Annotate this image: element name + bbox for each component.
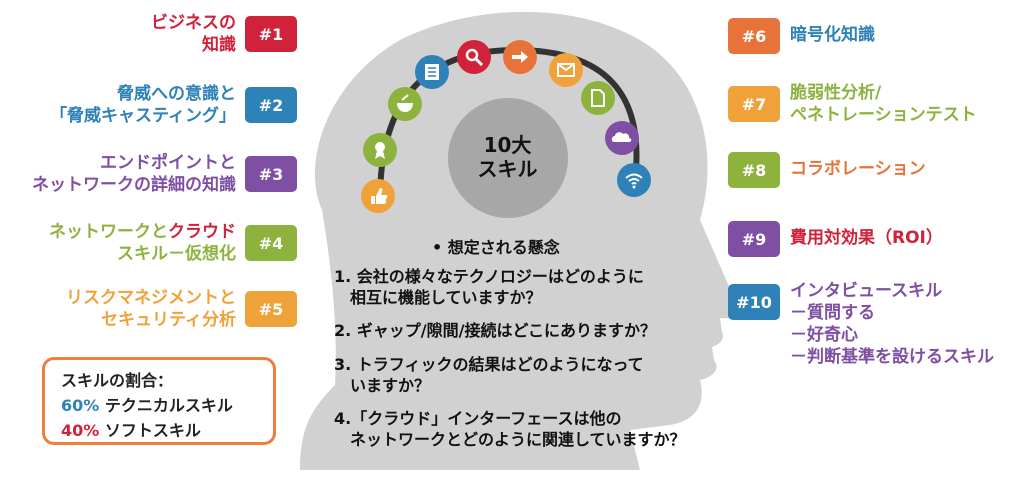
concerns-heading: • 想定される懸念 — [432, 238, 560, 257]
left-skill-line: エンドポイントと — [100, 153, 236, 173]
question-line: 2. ギャップ/隙間/接続はどこにありますか？ — [334, 321, 656, 340]
question-3: 3. トラフィックの結果はどのようになって いますか？ — [334, 354, 644, 396]
ratio-soft: 40% ソフトスキル — [61, 418, 257, 443]
tech-label: テクニカルスキル — [104, 396, 233, 415]
question-2: 2. ギャップ/隙間/接続はどこにありますか？ — [334, 320, 656, 341]
left-skill-label-3: エンドポイントとネットワークの詳細の知識 — [32, 152, 236, 196]
center-title-line1: 10大 — [483, 133, 532, 157]
right-skill-label-10: インタビュースキル－質問する－好奇心－判断基準を設けるスキル — [790, 280, 994, 368]
left-skill-line: 「脅威キャスティング」 — [50, 106, 236, 126]
arrow-right-icon — [503, 40, 537, 74]
left-skill-accent: クラウド — [168, 222, 236, 242]
skill-badge-10: #10 — [728, 284, 780, 320]
cloud-icon — [605, 121, 639, 155]
right-skill-label-6: 暗号化知識 — [790, 24, 875, 46]
right-skill-label-7: 脆弱性分析/ペネトレーションテスト — [790, 82, 977, 126]
left-skill-line: スキル－仮想化 — [117, 244, 236, 264]
left-skill-line: セキュリティ分析 — [101, 310, 236, 330]
bowl-icon — [388, 87, 422, 121]
question-4: 4.「クラウド」インターフェースは他の ネットワークとどのように関連していますか… — [334, 408, 686, 450]
skill-ratio-box: スキルの割合： 60% テクニカルスキル 40% ソフトスキル — [42, 357, 276, 445]
skill-badge-8: #8 — [728, 152, 780, 188]
left-skill-line: ネットワークの詳細の知識 — [32, 175, 236, 195]
skill-badge-1: #1 — [245, 16, 297, 52]
ratio-title: スキルの割合： — [61, 371, 174, 390]
ratio-tech: 60% テクニカルスキル — [61, 393, 257, 418]
left-skill-part: ネットワークと — [49, 222, 168, 242]
skill-badge-6: #6 — [728, 18, 780, 54]
question-line: ネットワークとどのように関連していますか？ — [334, 430, 686, 449]
left-skill-label-4: ネットワークとクラウドスキル－仮想化 — [49, 221, 236, 265]
skill-badge-2: #2 — [245, 87, 297, 123]
left-skill-line: ネットワークとクラウド — [49, 221, 236, 243]
thumbs-up-icon — [361, 179, 395, 213]
right-skill-label-9: 費用対効果（ROI） — [790, 227, 943, 249]
right-skill-line: インタビュースキル — [790, 281, 943, 301]
question-line: いますか？ — [334, 376, 431, 395]
skill-badge-5: #5 — [245, 291, 297, 327]
soft-pct: 40% — [61, 421, 100, 440]
document-list-icon — [415, 55, 449, 89]
right-skill-line: －質問する — [790, 303, 875, 323]
skill-badge-9: #9 — [728, 221, 780, 257]
right-skill-label-8: コラボレーション — [790, 158, 926, 180]
center-title: 10大 スキル — [450, 133, 565, 181]
question-line: 1. 会社の様々なテクノロジーはどのように — [334, 267, 644, 286]
right-skill-line: コラボレーション — [790, 159, 926, 179]
award-ribbon-icon — [363, 133, 397, 167]
file-icon — [581, 81, 615, 115]
left-skill-label-2: 脅威への意識と「脅威キャスティング」 — [50, 83, 236, 127]
skill-badge-7: #7 — [728, 86, 780, 122]
left-skill-label-1: ビジネスの知識 — [151, 12, 236, 56]
wifi-icon — [617, 163, 651, 197]
skill-badge-3: #3 — [245, 156, 297, 192]
question-1: 1. 会社の様々なテクノロジーはどのように 相互に機能していますか？ — [334, 266, 644, 308]
question-line: 相互に機能していますか？ — [334, 288, 542, 307]
center-title-line2: スキル — [477, 157, 538, 181]
right-skill-line: ペネトレーションテスト — [790, 105, 977, 125]
right-skill-line: 暗号化知識 — [790, 25, 875, 45]
mail-icon — [549, 53, 583, 87]
left-skill-line: リスクマネジメントと — [66, 288, 236, 308]
right-skill-line: －判断基準を設けるスキル — [790, 347, 994, 367]
center-circle — [448, 98, 568, 218]
right-skill-line: －好奇心 — [790, 325, 858, 345]
left-skill-line: ビジネスの — [151, 13, 236, 33]
search-icon — [457, 40, 491, 74]
question-line: 4.「クラウド」インターフェースは他の — [334, 409, 622, 428]
soft-label: ソフトスキル — [104, 421, 201, 440]
tech-pct: 60% — [61, 396, 100, 415]
skill-badge-4: #4 — [245, 225, 297, 261]
right-skill-line: 費用対効果（ROI） — [790, 228, 943, 248]
left-skill-line: 脅威への意識と — [117, 84, 236, 104]
question-line: 3. トラフィックの結果はどのようになって — [334, 355, 644, 374]
right-skill-line: 脆弱性分析/ — [790, 83, 882, 103]
left-skill-line: 知識 — [202, 35, 236, 55]
left-skill-label-5: リスクマネジメントとセキュリティ分析 — [66, 287, 236, 331]
